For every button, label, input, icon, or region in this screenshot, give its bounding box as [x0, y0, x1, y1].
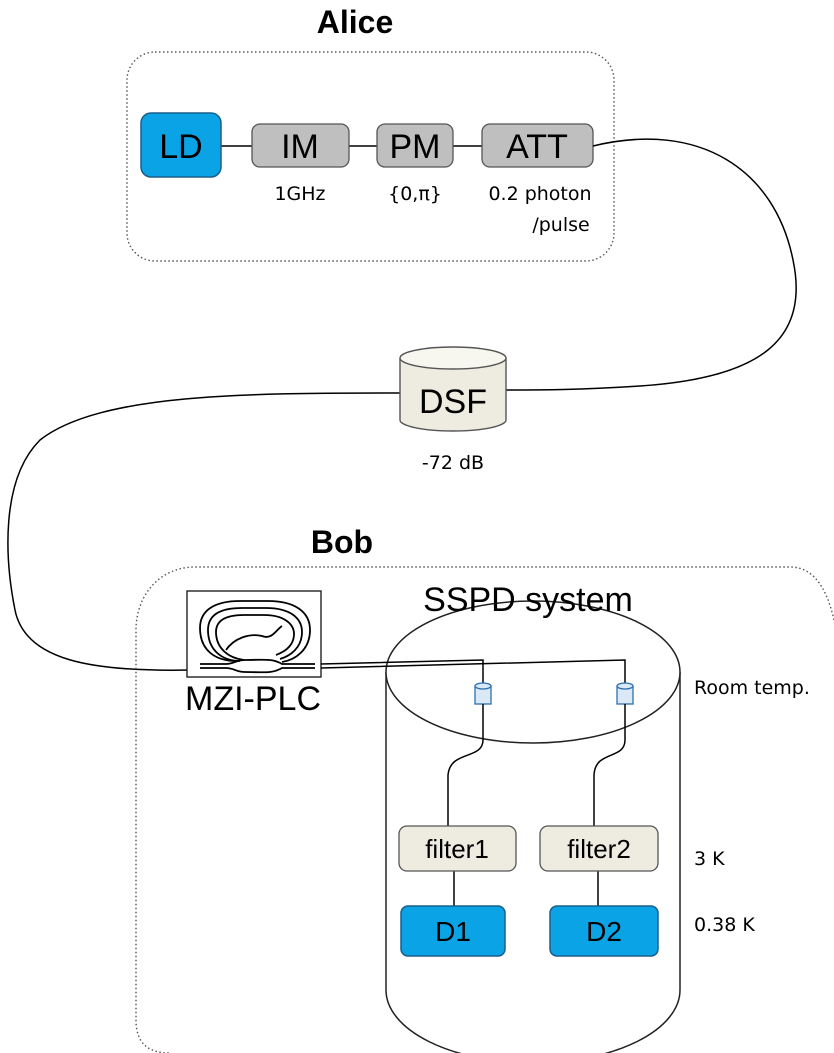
detector-d2	[549, 905, 659, 957]
intensity-modulator-rate: 1GHz	[274, 183, 325, 205]
temp-3k-label: 3 K	[694, 848, 725, 870]
fiber-mzi-d2-top	[320, 659, 626, 686]
laser-diode-label: LD	[159, 128, 202, 166]
sspd-system-label: SSPD system	[423, 581, 633, 619]
sspd-cryostat	[385, 600, 681, 1053]
phase-modulator	[376, 123, 454, 168]
intensity-modulator-label: IM	[281, 128, 319, 166]
phase-modulator-label: PM	[390, 128, 441, 166]
filter2-label: filter2	[567, 834, 631, 864]
mzi-plc-label: MZI-PLC	[185, 680, 321, 718]
detector-d1	[400, 905, 506, 957]
temp-038k-label: 0.38 K	[694, 914, 755, 936]
temp-room-label: Room temp.	[694, 677, 810, 699]
attenuator-label: ATT	[506, 128, 568, 166]
fiber-connector-2	[616, 682, 634, 705]
filter2	[539, 825, 659, 872]
fiber-mzi-d1-top	[320, 659, 484, 686]
bob-enclosure	[135, 566, 834, 1053]
fiber-to-filter1	[447, 704, 484, 826]
filter1	[398, 825, 517, 872]
fiber-to-filter2	[593, 704, 626, 826]
attenuator-per-pulse: /pulse	[532, 214, 589, 236]
phase-modulator-phases: {0,π}	[388, 183, 442, 205]
fiber-loss-label: -72 dB	[422, 452, 484, 474]
detector-d1-label: D1	[435, 916, 471, 947]
fiber-att-dsf	[504, 138, 797, 391]
intensity-modulator	[251, 123, 350, 168]
mzi-interferometer	[199, 600, 315, 674]
fiber-dsf-mzi	[7, 392, 401, 671]
attenuator-mean-photon: 0.2 photon	[488, 183, 591, 205]
filter1-label: filter1	[425, 834, 489, 864]
laser-diode	[140, 112, 222, 178]
bob-title: Bob	[311, 524, 373, 560]
dsf-label: DSF	[419, 383, 487, 421]
alice-title: Alice	[317, 4, 393, 40]
fiber-connector-1	[474, 682, 492, 705]
mzi-plc-chip	[186, 590, 322, 678]
dsf-spool	[399, 346, 507, 432]
detector-d2-label: D2	[586, 916, 622, 947]
